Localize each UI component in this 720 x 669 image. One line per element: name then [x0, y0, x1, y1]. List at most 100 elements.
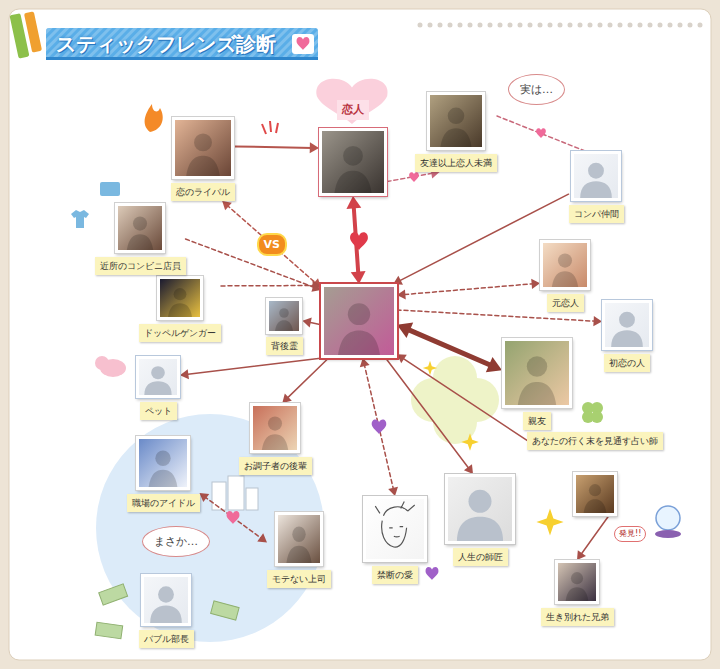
sticky-label: 親友	[523, 412, 551, 430]
photo-frame	[157, 276, 203, 320]
photo-figure	[269, 301, 299, 331]
photo-frame	[319, 128, 387, 196]
pink-elephant	[95, 356, 109, 370]
photo-head	[348, 303, 370, 325]
connector-line	[497, 116, 585, 151]
silhouette-figure	[605, 303, 649, 347]
heart-mark	[372, 419, 387, 434]
photo-node: モテない上司	[267, 512, 331, 588]
photo-node: お調子者の後輩	[239, 403, 312, 475]
sticky-label: 人生の師匠	[453, 548, 508, 566]
connector-line	[406, 329, 493, 367]
photo-node: 友達以上恋人未満	[415, 92, 497, 172]
photo-head	[343, 146, 363, 166]
diagram-title: スティックフレンズ診断	[56, 31, 276, 57]
heart-icon	[297, 37, 310, 50]
excite-mark	[270, 121, 271, 132]
photo-figure	[253, 406, 297, 450]
photo-head	[268, 417, 282, 431]
photo-figure	[324, 287, 394, 355]
photo-head	[527, 356, 547, 376]
connector	[235, 142, 319, 153]
photo-node: 初恋の人	[602, 300, 652, 372]
photo-body	[168, 303, 192, 317]
photo-node: 禁断の愛	[363, 496, 427, 584]
arrowhead	[464, 464, 473, 474]
photo-body	[262, 434, 288, 450]
dot-row	[420, 23, 702, 28]
arrowhead	[257, 533, 267, 542]
photo-node: 元恋人	[540, 240, 590, 312]
arrowhead	[593, 316, 602, 326]
arrowhead	[388, 487, 398, 496]
silhouette-body	[580, 181, 612, 198]
crystal-ball	[656, 506, 680, 530]
sticky-label: 生き別れた兄弟	[541, 608, 614, 626]
photo-frame	[136, 436, 190, 490]
photo-body	[566, 587, 589, 601]
arrowhead	[311, 282, 321, 291]
sticky-label: 恋のライバル	[171, 183, 235, 201]
photo-figure	[576, 475, 614, 513]
sticky-label: 友達以上恋人未満	[415, 154, 497, 172]
photo-frame	[115, 203, 165, 253]
silhouette-figure	[574, 154, 618, 198]
silhouette-figure	[144, 577, 188, 623]
photo-body	[584, 499, 607, 513]
connector	[200, 493, 268, 542]
heart-mark	[350, 232, 368, 250]
money-bill	[95, 622, 123, 638]
connector-line	[186, 239, 316, 288]
connector-line	[364, 364, 394, 491]
excite-mark	[276, 123, 278, 133]
title-bar-stripes	[46, 28, 318, 60]
arrowhead	[346, 196, 361, 209]
photo-head	[589, 484, 601, 496]
connector-line	[403, 284, 534, 295]
sticky-label: お調子者の後輩	[239, 457, 312, 475]
photo-node: 背後霊	[266, 298, 303, 355]
connector-line	[221, 285, 315, 287]
photo-figure	[278, 515, 320, 563]
excite-mark	[262, 124, 266, 134]
sticky-label: ドッペルゲンガー	[139, 324, 221, 342]
connector	[497, 116, 585, 151]
connector	[303, 318, 322, 328]
photo-body	[552, 271, 578, 287]
clover-leaf	[591, 411, 603, 423]
arrowhead	[200, 493, 210, 502]
photo-frame	[275, 512, 323, 566]
photo-head	[279, 308, 289, 318]
photo-head	[292, 527, 305, 542]
silhouette-body	[611, 330, 643, 347]
crystal-ball-base	[655, 530, 681, 538]
register-icon	[100, 182, 120, 196]
arrowhead	[351, 271, 366, 284]
photo-node: 近所のコンビニ店員	[95, 203, 186, 275]
connector	[221, 280, 321, 290]
building	[246, 488, 258, 510]
silhouette-body	[150, 606, 182, 623]
photo-body	[275, 320, 293, 331]
arrowhead	[397, 289, 406, 299]
photo-figure	[175, 120, 231, 176]
photo-head	[133, 217, 147, 231]
heart-mark	[227, 511, 240, 524]
photo-figure	[160, 279, 200, 317]
connector-line	[235, 146, 313, 147]
photo-frame	[427, 92, 485, 150]
silhouette-head	[588, 163, 604, 179]
photo-head	[194, 133, 212, 151]
sketch-face	[366, 499, 424, 559]
photo-frame	[555, 560, 599, 604]
stick-icon	[24, 11, 42, 52]
sticky-label: 恋人	[337, 100, 369, 120]
sticky-label: あなたの行く末を見通す占い師	[527, 432, 663, 450]
photo-head	[448, 107, 465, 124]
connector	[186, 239, 322, 292]
silhouette-body	[144, 381, 171, 395]
photo-frame	[573, 472, 617, 516]
photo-node	[321, 284, 397, 358]
photo-frame	[571, 151, 621, 201]
silhouette-head	[619, 312, 635, 328]
